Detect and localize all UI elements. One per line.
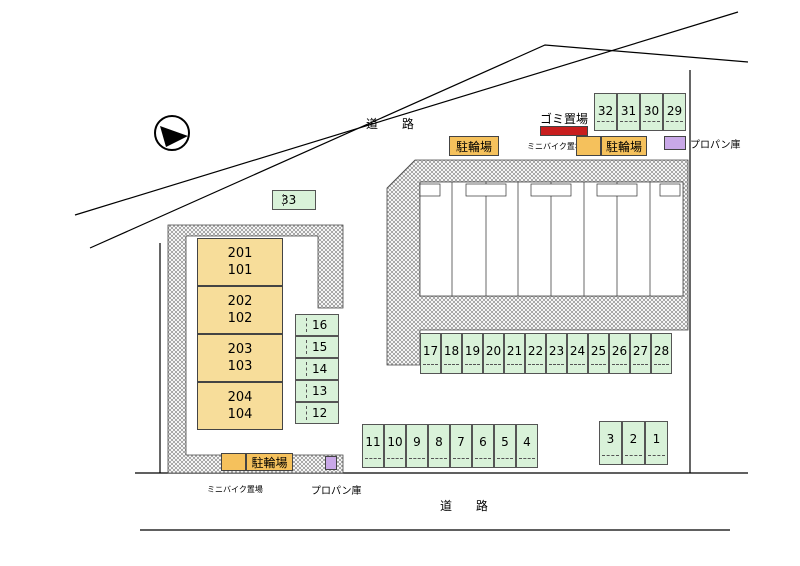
parking-spot: 9: [406, 424, 428, 468]
parking-spot: 29: [663, 93, 686, 131]
unit-upper-number: 203: [227, 342, 253, 357]
unit-lower-number: 102: [227, 311, 253, 326]
unit-upper-number: 204: [227, 390, 253, 405]
parking-spot: 7: [450, 424, 472, 468]
garbage-label: ゴミ置場: [540, 112, 589, 126]
parking-spot: 15: [295, 336, 339, 358]
parking-spot: 33: [272, 190, 316, 210]
parking-spot: 22: [525, 333, 546, 374]
parking-spot: 28: [651, 333, 672, 374]
mini-bike-parking-bottom: [221, 453, 246, 471]
parking-spot: 12: [295, 402, 339, 424]
parking-spot: 13: [295, 380, 339, 402]
bike-parking-top-left: 駐輪場: [449, 136, 499, 156]
propane-storage-top: [664, 136, 686, 150]
building-unit: 204 104: [197, 382, 283, 430]
parking-spot: 20: [483, 333, 504, 374]
parking-spot: 19: [462, 333, 483, 374]
parking-spot: 2: [622, 421, 645, 465]
parking-spot: 17: [420, 333, 441, 374]
parking-spot: 23: [546, 333, 567, 374]
parking-spot: 1: [645, 421, 668, 465]
building-unit: 203 103: [197, 334, 283, 382]
garbage-area: [540, 126, 588, 136]
mini-bike-parking-top: [576, 136, 601, 156]
parking-spot: 21: [504, 333, 525, 374]
parking-dividers: [451, 182, 651, 296]
mini-bike-label-bottom: ミニバイク置場: [207, 485, 263, 494]
building-unit: 201 101: [197, 238, 283, 286]
parking-group-middle: 16 15 14 13 12: [295, 314, 339, 424]
propane-label-bottom: プロパン庫: [311, 486, 362, 497]
parking-spot: 10: [384, 424, 406, 468]
mini-bike-label-top: ミニバイク置場: [527, 142, 583, 151]
parking-spot: 18: [441, 333, 462, 374]
building-unit: 202 102: [197, 286, 283, 334]
parking-spot: 16: [295, 314, 339, 336]
unit-lower-number: 104: [227, 407, 253, 422]
propane-storage-bottom: [325, 456, 337, 470]
parking-spot: 26: [609, 333, 630, 374]
road-label-top: 道 路: [366, 117, 424, 131]
road-label-bottom: 道 路: [440, 499, 498, 513]
north-arrow-icon: [154, 115, 190, 151]
unit-upper-number: 202: [227, 294, 253, 309]
parking-spot: 4: [516, 424, 538, 468]
parking-spot: 3: [599, 421, 622, 465]
parking-spot: 25: [588, 333, 609, 374]
road-edge-lower: [89, 44, 749, 249]
parking-spot: 14: [295, 358, 339, 380]
parking-group-bottom-left: 11 10 9 8 7 6 5 4: [362, 424, 538, 468]
bike-parking-bottom: 駐輪場: [246, 453, 293, 471]
bike-parking-top-right: 駐輪場: [601, 136, 647, 156]
unit-upper-number: 201: [227, 246, 253, 261]
parking-group-bottom-right: 3 2 1: [599, 421, 668, 465]
parking-spot: 32: [594, 93, 617, 131]
parking-group-right-row: 17 18 19 20 21 22 23 24 25 26 27 28: [420, 333, 672, 374]
parking-spot: 8: [428, 424, 450, 468]
parking-spot: 11: [362, 424, 384, 468]
road-edge-upper: [74, 11, 739, 216]
wheel-stops: [419, 183, 681, 197]
parking-spot: 27: [630, 333, 651, 374]
gravel-area-left: [167, 224, 344, 474]
parking-spot: 31: [617, 93, 640, 131]
parking-spot: 6: [472, 424, 494, 468]
unit-lower-number: 103: [227, 359, 253, 374]
unit-lower-number: 101: [227, 263, 253, 278]
parking-group-top-right: 32 31 30 29: [594, 93, 686, 131]
parking-spot: 30: [640, 93, 663, 131]
propane-label-top: プロパン庫: [690, 140, 741, 151]
parking-spot: 5: [494, 424, 516, 468]
parking-spot: 24: [567, 333, 588, 374]
parking-lot-main: [419, 181, 684, 297]
